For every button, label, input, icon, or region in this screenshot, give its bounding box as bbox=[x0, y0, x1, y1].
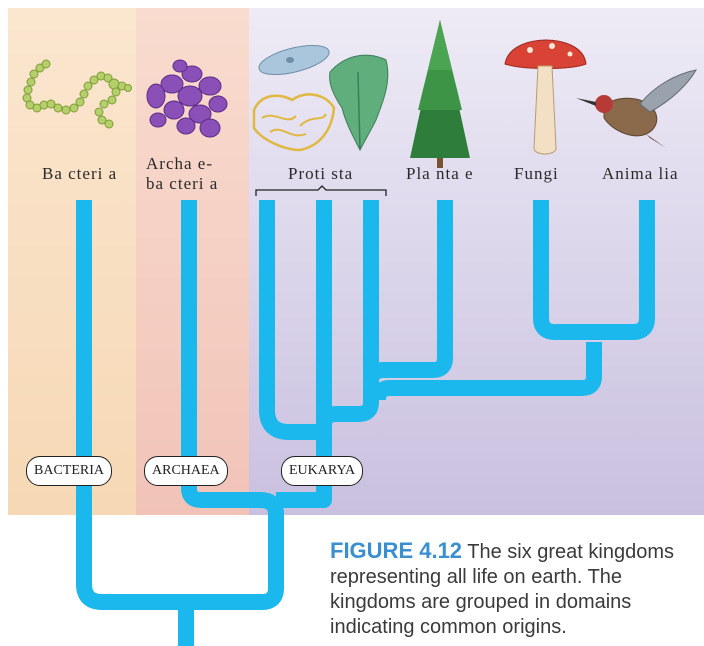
kingdom-label-plantae: Pla nta e bbox=[406, 164, 474, 184]
domain-badge-eukarya: EUKARYA bbox=[281, 456, 363, 486]
kingdom-label-bacteria: Ba cteri a bbox=[42, 164, 117, 184]
kingdom-label-protista: Proti sta bbox=[288, 164, 353, 184]
domain-badge-bacteria: BACTERIA bbox=[26, 456, 112, 486]
kingdom-label-archaebacteria-line1: Archa e- bbox=[146, 154, 213, 174]
figure-number: FIGURE 4.12 bbox=[330, 538, 462, 563]
kingdom-label-animalia: Anima lia bbox=[602, 164, 679, 184]
domain-badge-archaea: ARCHAEA bbox=[144, 456, 228, 486]
kingdom-label-fungi: Fungi bbox=[514, 164, 559, 184]
kingdom-label-archaebacteria-line2: ba cteri a bbox=[146, 174, 218, 194]
figure-caption: FIGURE 4.12 The six great kingdoms repre… bbox=[330, 538, 702, 640]
